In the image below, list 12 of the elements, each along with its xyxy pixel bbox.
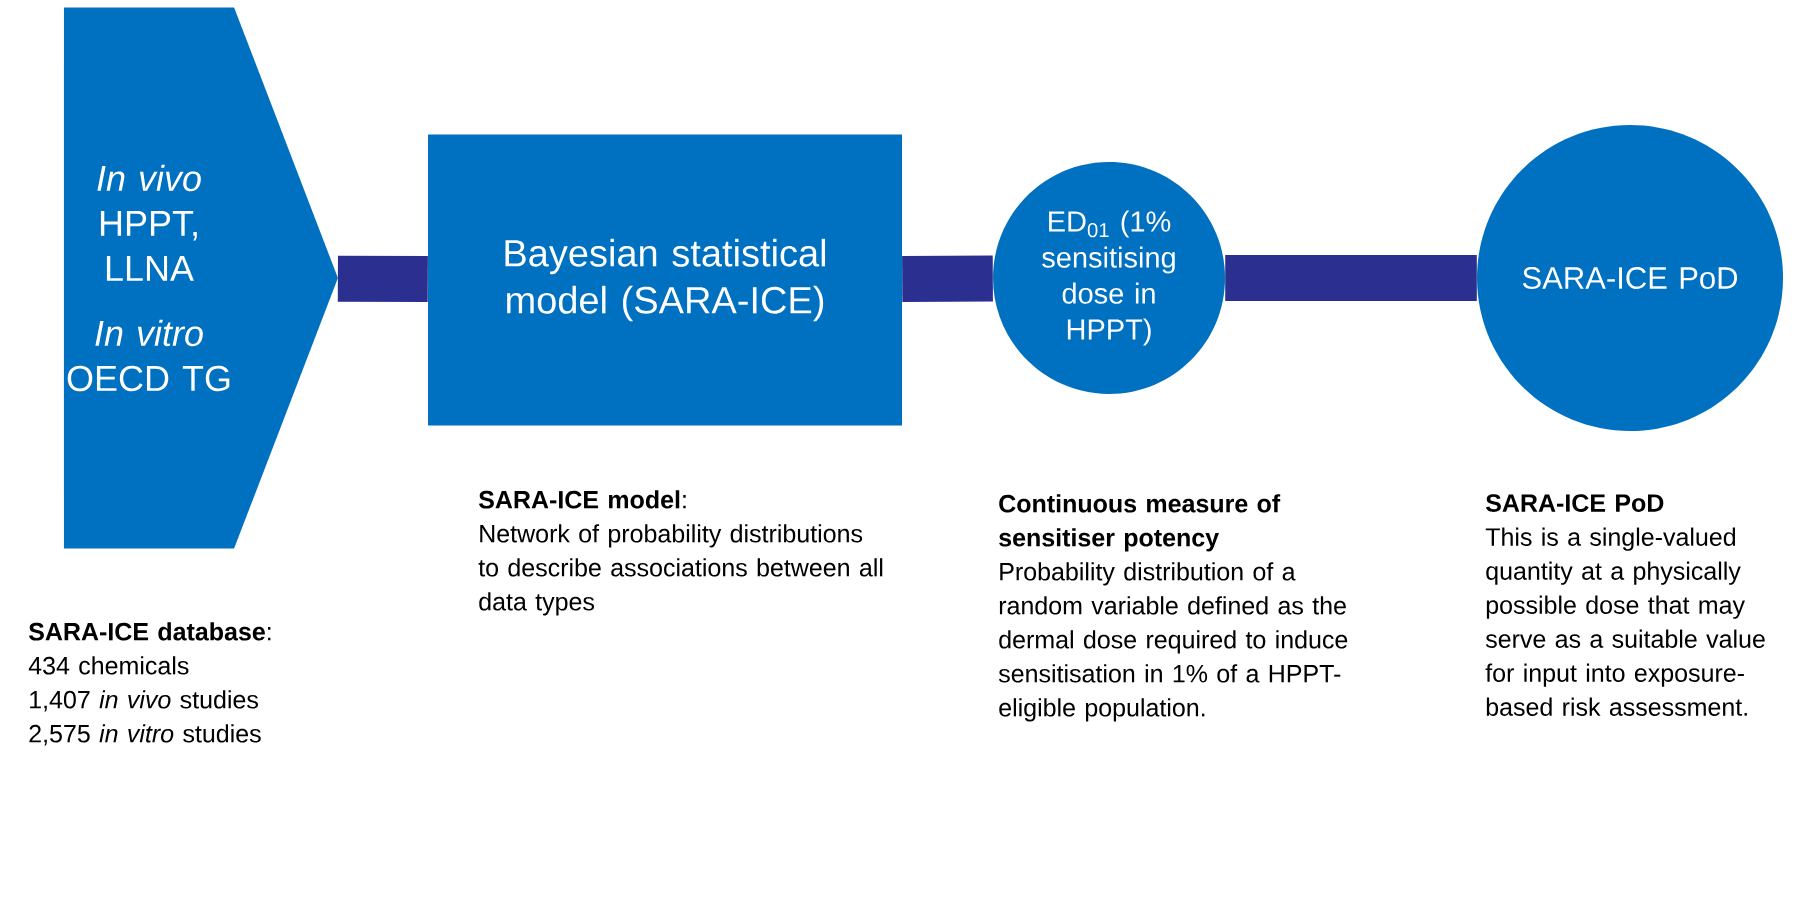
node-label: 2,575 in vitro studies	[29, 724, 261, 746]
node-label: 434 chemicals	[28, 656, 189, 675]
description-text: SARA-ICE model: Network of probability distributions to describe associations between all data types	[478, 490, 883, 616]
description-text: Continuous measure of sensitiser potency Probability distribution of a random variable defined as the dermal dose required to induce sensitisation in 1% of a HPPT-eligible population.	[998, 494, 1348, 722]
description-text: SARA-ICE database: 434 chemicals 1,407 in vivo studies 2,575 in vitro studies	[28, 622, 271, 746]
connector-bar	[337, 255, 428, 303]
node-label: 1,407 in vivo studies	[30, 690, 258, 712]
connector-bar	[1225, 255, 1477, 301]
node-label: SARA-ICE database:	[28, 622, 271, 641]
description-text: SARA-ICE PoD This is a single-valued quantity at a physically possible dose that may serve as a suitable value for input into exposure-based risk assessment.	[1485, 494, 1765, 716]
connector-bar	[902, 255, 993, 302]
process-box: Bayesian statistical model (SARA-ICE)	[428, 134, 902, 426]
